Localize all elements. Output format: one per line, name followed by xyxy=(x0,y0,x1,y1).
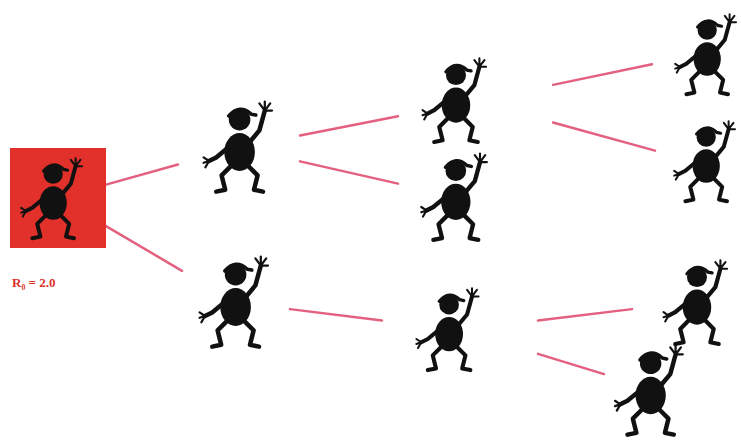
stick-figure xyxy=(671,117,741,207)
person-node xyxy=(652,10,741,100)
person-node xyxy=(398,150,520,245)
stick-figure xyxy=(660,257,741,349)
stick-figure xyxy=(416,150,506,245)
transmission-line xyxy=(106,165,178,185)
person-node xyxy=(178,95,300,200)
stick-figure xyxy=(410,285,498,375)
stick-figure xyxy=(672,10,741,100)
transmission-line xyxy=(290,309,382,320)
person-node xyxy=(182,250,290,355)
r0-label: R₀ = 2.0 xyxy=(12,275,55,291)
person-node xyxy=(398,55,553,147)
person-node xyxy=(655,115,741,210)
person-node xyxy=(382,285,538,375)
index-case-box: R₀ = 2.0 xyxy=(10,148,106,248)
transmission-line xyxy=(300,161,398,183)
transmission-line xyxy=(538,354,604,374)
transmission-line xyxy=(538,309,632,320)
stick-figure xyxy=(196,250,286,355)
transmission-line xyxy=(106,226,182,271)
stick-figure xyxy=(416,55,506,147)
stick-figure xyxy=(606,342,706,440)
transmission-line xyxy=(300,116,398,135)
transmission-line xyxy=(553,64,652,85)
transmission-line xyxy=(553,122,655,150)
stick-figure xyxy=(18,154,98,244)
person-node xyxy=(604,340,708,440)
person-node xyxy=(632,255,741,350)
stick-figure xyxy=(200,95,290,200)
